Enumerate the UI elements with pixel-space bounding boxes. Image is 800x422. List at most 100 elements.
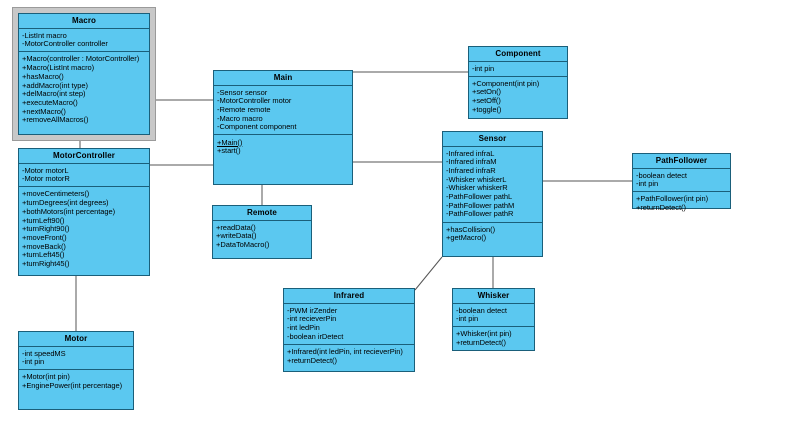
uml-operation-row: +delMacro(int step) [22, 89, 86, 99]
uml-attribute-row: -PathFollower pathM [446, 200, 515, 210]
uml-class-name-sensor: Sensor [443, 132, 542, 147]
uml-attribute-row: -boolean detect [636, 170, 687, 180]
uml-attributes-motor: -int speedMS-int pin [19, 347, 133, 371]
uml-operation-row: +Motor(int pin) [22, 372, 70, 382]
uml-class-motor[interactable]: Motor-int speedMS-int pin+Motor(int pin)… [18, 331, 134, 410]
uml-attribute-row: -Remote remote [217, 104, 271, 114]
uml-class-name-motor: Motor [19, 332, 133, 347]
uml-attributes-component: -int pin [469, 62, 567, 77]
uml-operation-row: +turnRight90() [22, 224, 70, 234]
uml-class-macro[interactable]: Macro-ListInt macro-MotorController cont… [18, 13, 150, 135]
uml-attribute-row: -Motor motorR [22, 174, 70, 184]
uml-attribute-row: -MotorController controller [22, 39, 108, 49]
uml-operation-row: +moveFront() [22, 232, 67, 242]
uml-class-pathfollower[interactable]: PathFollower-boolean detect-int pin+Path… [632, 153, 731, 211]
uml-operation-row: +nextMacro() [22, 106, 66, 116]
uml-attribute-row: -int ledPin [287, 322, 320, 332]
uml-attribute-row: -Whisker whiskerL [446, 174, 507, 184]
uml-class-component[interactable]: Component-int pin+Component(int pin)+set… [468, 46, 568, 119]
association-sensor-infrared[interactable] [414, 256, 443, 291]
uml-class-name-pathfollower: PathFollower [633, 154, 730, 169]
uml-operation-row: +returnDetect() [287, 355, 337, 365]
uml-class-whisker[interactable]: Whisker-boolean detect-int pin+Whisker(i… [452, 288, 535, 351]
uml-attribute-row: -Whisker whiskerR [446, 183, 508, 193]
uml-class-name-main: Main [214, 71, 352, 86]
uml-attribute-row: -int pin [456, 314, 479, 324]
uml-attribute-row: -int pin [22, 357, 45, 367]
uml-operation-row: +moveBack() [22, 241, 66, 251]
uml-attribute-row: -Sensor sensor [217, 87, 268, 97]
uml-attribute-row: -int recieverPin [287, 314, 337, 324]
uml-class-motorcontroller[interactable]: MotorController-Motor motorL-Motor motor… [18, 148, 150, 276]
uml-class-name-infrared: Infrared [284, 289, 414, 304]
uml-operation-row: +Main() [217, 137, 243, 147]
uml-operations-sensor: +hasCollision()+getMacro() [443, 223, 542, 246]
uml-operation-row: +start() [217, 146, 241, 156]
uml-attributes-main: -Sensor sensor-MotorController motor-Rem… [214, 86, 352, 136]
uml-operations-pathfollower: +PathFollower(int pin)+returnDetect() [633, 192, 730, 215]
uml-operation-row: +toggle() [472, 104, 502, 114]
uml-attribute-row: -Infrared infraM [446, 157, 497, 167]
uml-class-name-component: Component [469, 47, 567, 62]
uml-attributes-macro: -ListInt macro-MotorController controlle… [19, 29, 149, 53]
uml-attribute-row: -boolean irDetect [287, 331, 344, 341]
uml-attribute-row: -Component component [217, 122, 297, 132]
uml-operation-row: +turnLeft45() [22, 250, 65, 260]
uml-operation-row: +EnginePower(int percentage) [22, 381, 123, 391]
uml-operation-row: +turnRight45() [22, 258, 70, 268]
uml-operation-row: +addMacro(int type) [22, 80, 88, 90]
uml-operations-remote: +readData()+writeData()+DataToMacro() [213, 221, 311, 253]
uml-attribute-row: -Infrared infraL [446, 148, 495, 158]
uml-operations-infrared: +Infrared(int ledPin, int recieverPin)+r… [284, 345, 414, 368]
uml-operation-row: +writeData() [216, 231, 257, 241]
uml-operation-row: +setOn() [472, 87, 501, 97]
uml-class-sensor[interactable]: Sensor-Infrared infraL-Infrared infraM-I… [442, 131, 543, 257]
uml-attribute-row: -Motor motorL [22, 165, 69, 175]
uml-class-remote[interactable]: Remote+readData()+writeData()+DataToMacr… [212, 205, 312, 259]
uml-attribute-row: -PathFollower pathR [446, 209, 514, 219]
uml-operation-row: +Macro(controller : MotorController) [22, 54, 140, 64]
uml-operation-row: +moveCentimeters() [22, 189, 90, 199]
uml-operation-row: +Component(int pin) [472, 78, 540, 88]
uml-class-name-whisker: Whisker [453, 289, 534, 304]
uml-attribute-row: -PWM irZender [287, 305, 338, 315]
uml-operation-row: +removeAllMacros() [22, 115, 89, 125]
uml-attribute-row: -boolean detect [456, 305, 507, 315]
uml-operations-whisker: +Whisker(int pin)+returnDetect() [453, 327, 534, 350]
uml-attributes-infrared: -PWM irZender-int recieverPin-int ledPin… [284, 304, 414, 345]
uml-operations-main: +Main()+start() [214, 135, 352, 158]
uml-operation-row: +Macro(ListInt macro) [22, 63, 95, 73]
uml-operation-row: +Infrared(int ledPin, int recieverPin) [287, 346, 403, 356]
uml-class-main[interactable]: Main-Sensor sensor-MotorController motor… [213, 70, 353, 185]
uml-operations-component: +Component(int pin)+setOn()+setOff()+tog… [469, 77, 567, 117]
uml-operation-row: +PathFollower(int pin) [636, 194, 709, 204]
uml-attribute-row: -MotorController motor [217, 96, 292, 106]
uml-attributes-pathfollower: -boolean detect-int pin [633, 169, 730, 193]
uml-operation-row: +getMacro() [446, 233, 487, 243]
uml-attributes-whisker: -boolean detect-int pin [453, 304, 534, 328]
uml-operation-row: +executeMacro() [22, 97, 78, 107]
uml-operation-row: +turnDegrees(int degrees) [22, 198, 109, 208]
uml-class-infrared[interactable]: Infrared-PWM irZender-int recieverPin-in… [283, 288, 415, 372]
uml-operation-row: +hasMacro() [22, 71, 64, 81]
uml-operation-row: +Whisker(int pin) [456, 329, 512, 339]
uml-operations-macro: +Macro(controller : MotorController)+Mac… [19, 52, 149, 127]
uml-attribute-row: -Infrared infraR [446, 165, 496, 175]
uml-operation-row: +returnDetect() [456, 338, 506, 348]
uml-operation-row: +DataToMacro() [216, 239, 270, 249]
uml-class-name-remote: Remote [213, 206, 311, 221]
uml-operation-row: +hasCollision() [446, 224, 496, 234]
uml-operation-row: +setOff() [472, 96, 501, 106]
uml-operations-motor: +Motor(int pin)+EnginePower(int percenta… [19, 370, 133, 393]
uml-attribute-row: -PathFollower pathL [446, 192, 513, 202]
uml-operation-row: +turnLeft90() [22, 215, 65, 225]
uml-operation-row: +returnDetect() [636, 203, 686, 213]
uml-operations-motorcontroller: +moveCentimeters()+turnDegrees(int degre… [19, 187, 149, 271]
uml-class-name-motorcontroller: MotorController [19, 149, 149, 164]
uml-attributes-motorcontroller: -Motor motorL-Motor motorR [19, 164, 149, 188]
uml-operation-row: +bothMotors(int percentage) [22, 206, 116, 216]
uml-attribute-row: -Macro macro [217, 113, 263, 123]
uml-attribute-row: -int pin [636, 179, 659, 189]
uml-class-name-macro: Macro [19, 14, 149, 29]
